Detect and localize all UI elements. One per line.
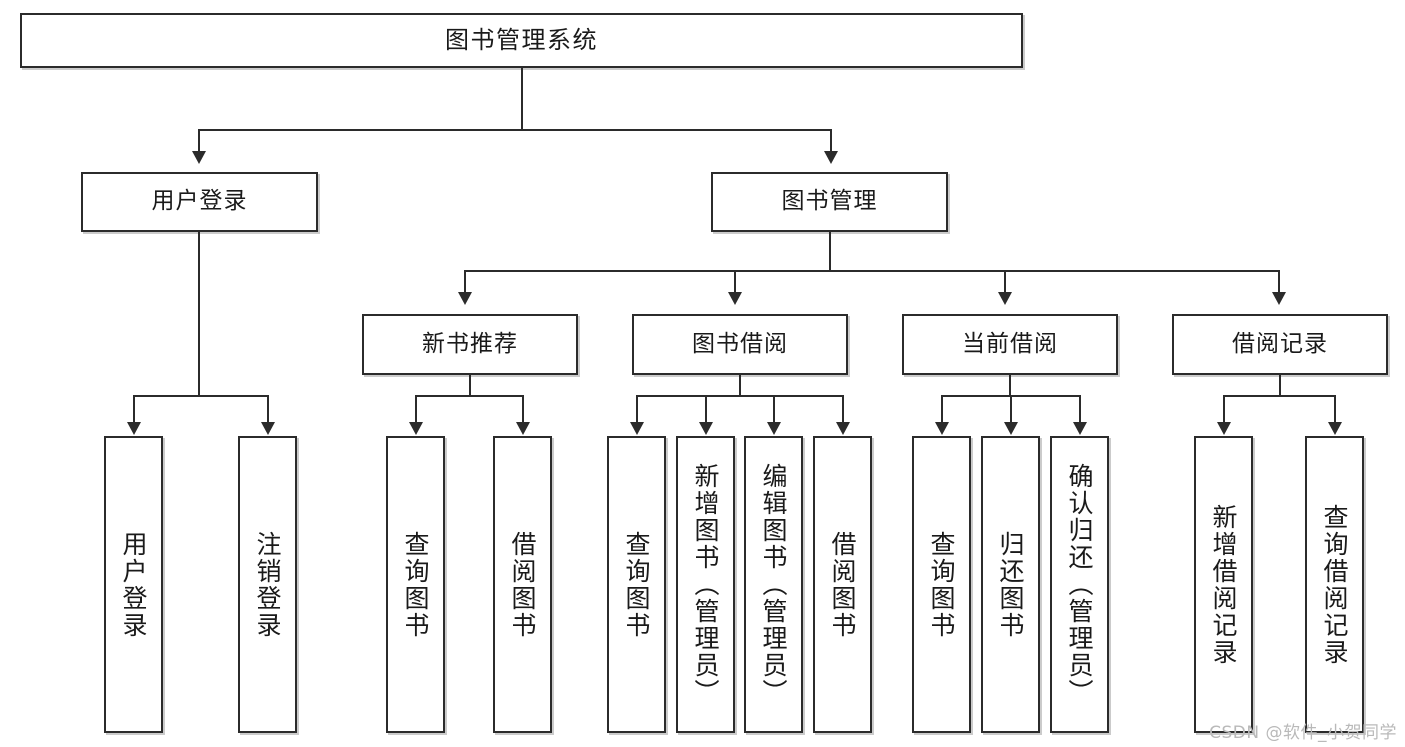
- arrowhead-bookborrow-leaf-3: [767, 422, 781, 435]
- connector-bookborrow-drop-3: [773, 395, 775, 422]
- leaf-borrow-record-2[interactable]: 查询借阅记录: [1305, 436, 1364, 733]
- arrowhead-userlogin-leaf-2: [261, 422, 275, 435]
- connector-bookborrow-drop-2: [705, 395, 707, 422]
- connector-root-drop-left: [198, 129, 200, 151]
- node-label: 当前借阅: [962, 330, 1058, 357]
- connector-currentborrow-stem: [1009, 375, 1011, 396]
- arrowhead-to-book-borrow: [728, 292, 742, 305]
- node-book-management[interactable]: 图书管理: [711, 172, 948, 232]
- connector-bookmgmt-stem: [829, 232, 831, 271]
- node-label: 图书管理系统: [445, 26, 598, 55]
- leaf-book-borrow-4[interactable]: 借阅图书: [813, 436, 872, 733]
- arrowhead-newbook-leaf-2: [516, 422, 530, 435]
- connector-root-drop-right: [830, 129, 832, 151]
- node-label: 新增借阅记录: [1209, 503, 1238, 666]
- node-label: 借阅图书: [508, 530, 537, 639]
- connector-bookborrow-stem: [739, 375, 741, 396]
- connector-bookmgmt-drop-3: [1004, 270, 1006, 292]
- connector-borrowrecord-stem: [1279, 375, 1281, 396]
- connector-borrowrecord-drop-2: [1334, 395, 1336, 422]
- connector-bookborrow-bus: [636, 395, 844, 397]
- node-borrow-record[interactable]: 借阅记录: [1172, 314, 1388, 375]
- node-label: 确认归还（管理员）: [1065, 463, 1094, 706]
- leaf-book-borrow-3[interactable]: 编辑图书（管理员）: [744, 436, 803, 733]
- leaf-current-borrow-2[interactable]: 归还图书: [981, 436, 1040, 733]
- connector-bookmgmt-drop-2: [734, 270, 736, 292]
- connector-currentborrow-drop-3: [1079, 395, 1081, 422]
- leaf-current-borrow-1[interactable]: 查询图书: [912, 436, 971, 733]
- leaf-new-book-2[interactable]: 借阅图书: [493, 436, 552, 733]
- connector-bookborrow-drop-1: [636, 395, 638, 422]
- node-label: 借阅图书: [828, 530, 857, 639]
- node-book-borrow[interactable]: 图书借阅: [632, 314, 848, 375]
- node-label: 借阅记录: [1232, 330, 1328, 357]
- arrowhead-borrowrecord-leaf-1: [1217, 422, 1231, 435]
- connector-userlogin-drop-2: [267, 395, 269, 422]
- node-label: 编辑图书（管理员）: [759, 463, 788, 706]
- node-root-system[interactable]: 图书管理系统: [20, 13, 1023, 68]
- connector-bookmgmt-bus: [464, 270, 1280, 272]
- csdn-watermark: CSDN @软件_小贺同学: [1209, 723, 1397, 743]
- node-label: 归还图书: [996, 530, 1025, 639]
- arrowhead-to-new-book: [458, 292, 472, 305]
- leaf-book-borrow-1[interactable]: 查询图书: [607, 436, 666, 733]
- node-label: 查询图书: [927, 530, 956, 639]
- node-new-book-recommend[interactable]: 新书推荐: [362, 314, 578, 375]
- connector-newbook-stem: [469, 375, 471, 396]
- connector-borrowrecord-bus: [1223, 395, 1336, 397]
- connector-root-bus: [198, 129, 832, 131]
- leaf-user-login-1[interactable]: 用户登录: [104, 436, 163, 733]
- arrowhead-currentborrow-leaf-3: [1073, 422, 1087, 435]
- connector-currentborrow-drop-1: [941, 395, 943, 422]
- arrowhead-bookborrow-leaf-2: [699, 422, 713, 435]
- node-label: 查询图书: [401, 530, 430, 639]
- connector-bookmgmt-drop-4: [1278, 270, 1280, 292]
- node-label: 新增图书（管理员）: [691, 463, 720, 706]
- connector-borrowrecord-drop-1: [1223, 395, 1225, 422]
- connector-userlogin-drop-1: [133, 395, 135, 422]
- node-label: 注销登录: [253, 530, 282, 639]
- node-label: 图书管理: [781, 188, 878, 215]
- node-label: 用户登录: [151, 188, 248, 215]
- arrowhead-bookborrow-leaf-1: [630, 422, 644, 435]
- node-current-borrow[interactable]: 当前借阅: [902, 314, 1118, 375]
- node-label: 新书推荐: [422, 330, 518, 357]
- leaf-user-login-2[interactable]: 注销登录: [238, 436, 297, 733]
- node-label: 图书借阅: [692, 330, 788, 357]
- connector-newbook-drop-2: [522, 395, 524, 422]
- node-label: 查询借阅记录: [1320, 503, 1349, 666]
- connector-bookborrow-drop-4: [842, 395, 844, 422]
- connector-newbook-bus: [415, 395, 524, 397]
- arrowhead-to-user-login: [192, 151, 206, 164]
- arrowhead-to-book-manage: [824, 151, 838, 164]
- leaf-current-borrow-3[interactable]: 确认归还（管理员）: [1050, 436, 1109, 733]
- node-user-login[interactable]: 用户登录: [81, 172, 318, 232]
- arrowhead-borrowrecord-leaf-2: [1328, 422, 1342, 435]
- arrowhead-bookborrow-leaf-4: [836, 422, 850, 435]
- leaf-borrow-record-1[interactable]: 新增借阅记录: [1194, 436, 1253, 733]
- connector-newbook-drop-1: [415, 395, 417, 422]
- connector-currentborrow-drop-2: [1010, 395, 1012, 422]
- node-label: 用户登录: [119, 530, 148, 639]
- node-label: 查询图书: [622, 530, 651, 639]
- leaf-book-borrow-2[interactable]: 新增图书（管理员）: [676, 436, 735, 733]
- connector-bookmgmt-drop-1: [464, 270, 466, 292]
- leaf-new-book-1[interactable]: 查询图书: [386, 436, 445, 733]
- connector-root-stem: [521, 68, 523, 130]
- arrowhead-to-borrow-record: [1272, 292, 1286, 305]
- arrowhead-currentborrow-leaf-2: [1004, 422, 1018, 435]
- arrowhead-to-current-borrow: [998, 292, 1012, 305]
- arrowhead-newbook-leaf-1: [409, 422, 423, 435]
- connector-userlogin-bus: [133, 395, 268, 397]
- arrowhead-currentborrow-leaf-1: [935, 422, 949, 435]
- connector-userlogin-stem: [198, 232, 200, 396]
- arrowhead-userlogin-leaf-1: [127, 422, 141, 435]
